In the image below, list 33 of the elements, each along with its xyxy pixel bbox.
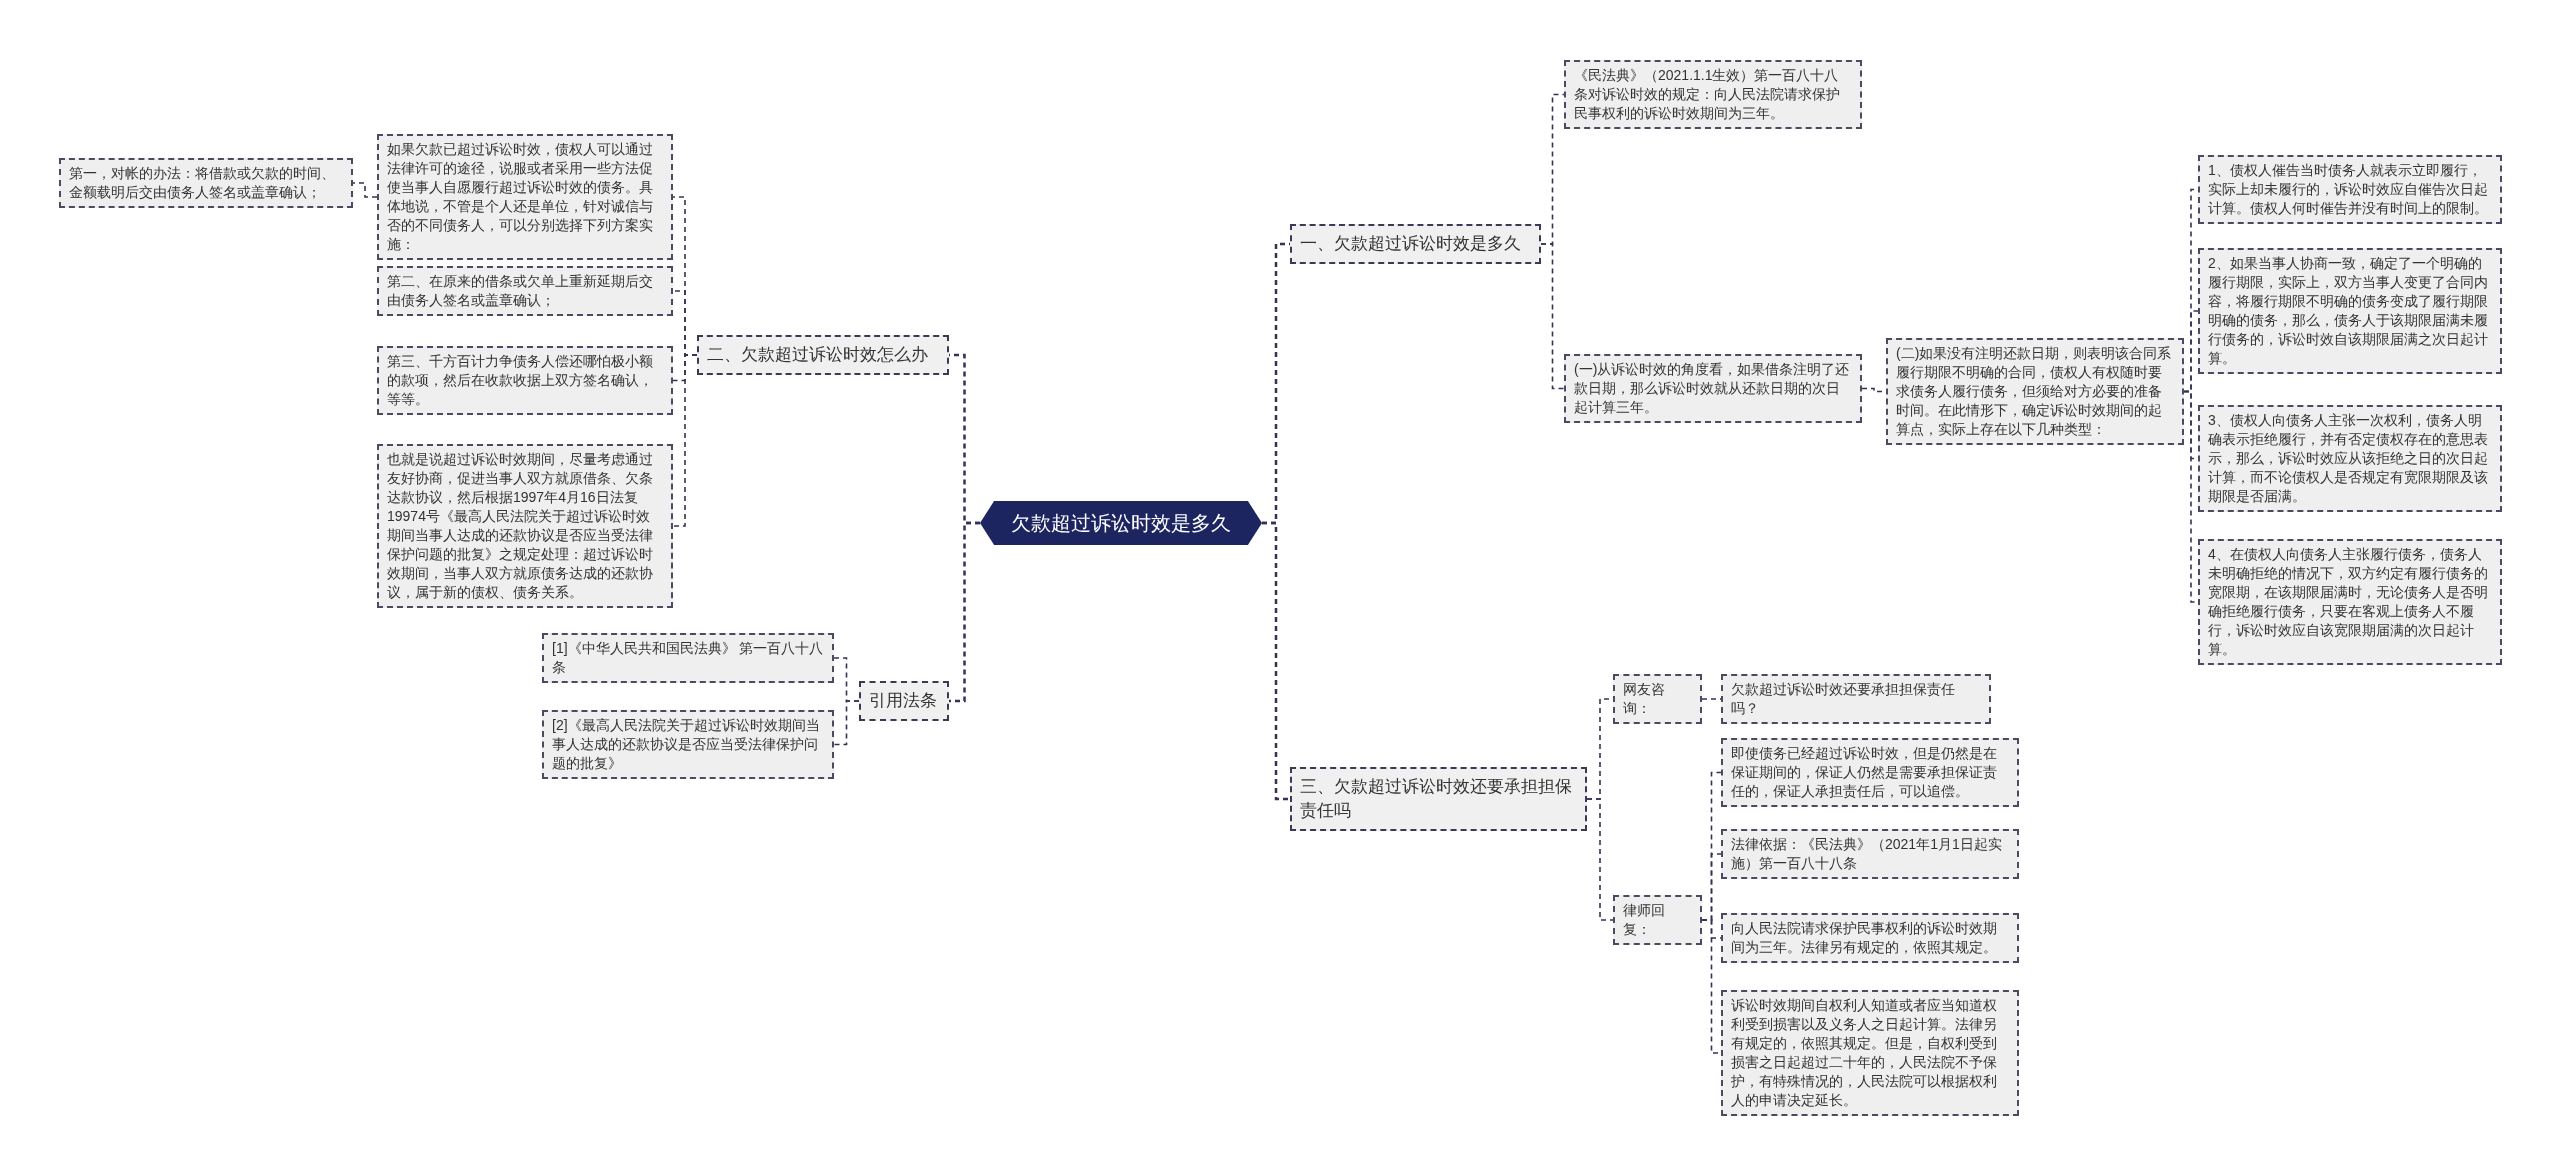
connector-line xyxy=(833,700,860,746)
connector-line xyxy=(1540,243,1565,390)
note-box: 欠款超过诉讼时效还要承担担保责任吗？ xyxy=(1721,674,1991,724)
note-box: [1]《中华人民共和国民法典》 第一百八十八条 xyxy=(542,633,834,683)
connector-line xyxy=(949,521,980,703)
note-box: 向人民法院请求保护民事权利的诉讼时效期间为三年。法律另有规定的，依照其规定。 xyxy=(1721,913,2019,963)
note-box: 法律依据：《民法典》（2021年1月1日起实施）第一百八十八条 xyxy=(1721,829,2019,879)
note-box: 1、债权人催告当时债务人就表示立即履行，实际上却未履行的，诉讼时效应自催告次日起计算。债权人何时催告并没有时间上的限制。 xyxy=(2198,155,2502,224)
connector-line xyxy=(352,182,378,198)
branch-topic-box: 三、欠款超过诉讼时效还要承担担保责任吗 xyxy=(1290,767,1587,831)
note-box: (一)从诉讼时效的角度看，如果借条注明了还款日期，那么诉讼时效就从还款日期的次日起计算三年。 xyxy=(1564,354,1862,423)
connector-line xyxy=(1586,798,1614,921)
note-box: (二)如果没有注明还款日期，则表明该合同系履行期限不明确的合同，债权人有权随时要求债务人履行债务，但须给对方必要的准备时间。在此情形下，确定诉讼时效期间的起算点，实际上存在以下几种类型： xyxy=(1886,338,2184,445)
branch-topic-box: 引用法条 xyxy=(859,681,949,721)
note-box: 律师回复： xyxy=(1613,895,1702,945)
note-box: 第一，对帐的办法：将借款或欠款的时间、金额载明后交由债务人签名或盖章确认； xyxy=(59,158,353,208)
branch-topic-box: 二、欠款超过诉讼时效怎么办 xyxy=(697,335,949,375)
connector-line xyxy=(1262,521,1290,801)
note-box: 2、如果当事人协商一致，确定了一个明确的履行期限，实际上，双方当事人变更了合同内容，将履行期限不明确的债务变成了履行期限明确的债务，那么，债务人于该期限届满未履行债务的，诉讼时效自该期限届满之次日起计算。 xyxy=(2198,248,2502,374)
note-box: 3、债权人向债务人主张一次权利，债务人明确表示拒绝履行，并有否定债权存在的意思表示，那么，诉讼时效应从该拒绝之日的次日起计算，而不论债权人是否规定有宽限期限及该期限是否届满。 xyxy=(2198,405,2502,512)
note-box: 4、在债权人向债务人主张履行债务，债务人未明确拒绝的情况下，双方约定有履行债务的宽限期，在该期限届满时，无论债务人是否明确拒绝履行债务，只要在客观上债务人不履行，诉讼时效应自该宽限期届满的次日起计算。 xyxy=(2198,539,2502,665)
note-box: 如果欠款已超过诉讼时效，债权人可以通过法律许可的途径，说服或者采用一些方法促使当事人自愿履行超过诉讼时效的债务。具体地说，不管是个人还是单位，针对诚信与否的不同债务人，可以分别选择下列方案实施： xyxy=(377,134,673,260)
note-box: 即使债务已经超过诉讼时效，但是仍然是在保证期间的，保证人仍然是需要承担保证责任的，保证人承担责任后，可以追偿。 xyxy=(1721,738,2019,807)
root-topic-hexagon: 欠款超过诉讼时效是多久 xyxy=(980,501,1262,545)
note-box: 第三、千方百计力争债务人偿还哪怕极小额的款项，然后在收款收据上双方签名确认，等等。 xyxy=(377,346,673,415)
note-box: 《民法典》（2021.1.1生效）第一百八十八条对诉讼时效的规定：向人民法院请求保护民事权利的诉讼时效期间为三年。 xyxy=(1564,60,1862,129)
branch-topic-box: 一、欠款超过诉讼时效是多久 xyxy=(1290,224,1541,264)
note-box: 第二、在原来的借条或欠单上重新延期后交由债务人签名或盖章确认； xyxy=(377,266,673,316)
connector-line xyxy=(672,354,698,527)
note-box: [2]《最高人民法院关于超过诉讼时效期间当事人达成的还款协议是否应当受法律保护问题的批复》 xyxy=(542,710,834,779)
note-box: 诉讼时效期间自权利人知道或者应当知道权利受到损害以及义务人之日起计算。法律另有规定的，依照其规定。但是，自权利受到损害之日起超过二十年的，人民法院不予保护，有特殊情况的，人民法院可以根据权利人的申请决定延长。 xyxy=(1721,990,2019,1116)
note-box: 网友咨询： xyxy=(1613,674,1702,724)
note-box: 也就是说超过诉讼时效期间，尽量考虑通过友好协商，促进当事人双方就原借条、欠条达款协议，然后根据1997年4月16日法复19974号《最高人民法院关于超过诉讼时效期间当事人达成的还款协议是否应当受法律保护问题的批复》之规定处理：超过诉讼时效期间，当事人双方就原债务达成的还款协议，属于新的债权、债务关系。 xyxy=(377,444,673,608)
